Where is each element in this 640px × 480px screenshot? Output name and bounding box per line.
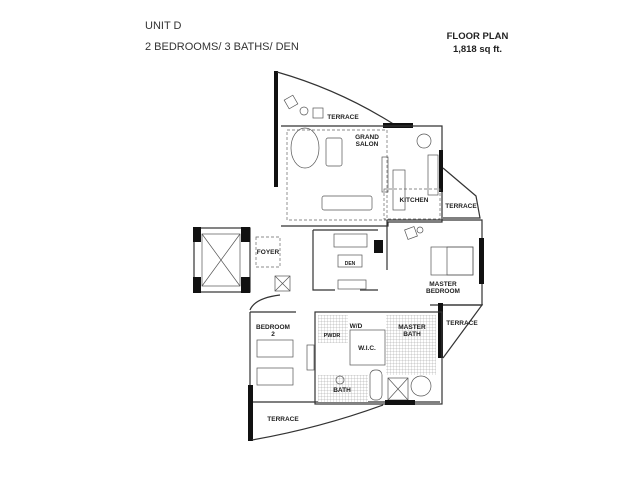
terrace-master-label: TERRACE [446, 320, 478, 327]
bath-areas [314, 311, 443, 405]
terrace-kitchen [442, 167, 481, 219]
bedroom-2-area [249, 294, 440, 440]
wd-label: W/D [350, 323, 363, 330]
grand-salon-area [281, 125, 443, 227]
master-bedroom-label-1: MASTER [429, 281, 457, 288]
foyer-label: FOYER [257, 249, 280, 256]
master-bedroom-label-2: BEDROOM [426, 288, 460, 295]
terrace-top [274, 71, 413, 187]
terrace-kitchen-label: TERRACE [445, 203, 477, 210]
unit-summary: 2 BEDROOMS/ 3 BATHS/ DEN [145, 41, 299, 53]
grand-salon-label-2: SALON [356, 141, 379, 148]
terrace-bottom [248, 385, 384, 441]
elevator-foyer [193, 227, 291, 293]
den-area [312, 229, 383, 291]
grand-salon-label-1: GRAND [355, 134, 379, 141]
terrace-bottom-label: TERRACE [267, 416, 299, 423]
master-bath-label-2: BATH [403, 331, 421, 338]
terrace-master [438, 303, 484, 359]
master-bath-label-1: MASTER [398, 324, 426, 331]
bedroom-2-label-1: BEDROOM [256, 324, 290, 331]
floor-plan-area: 1,818 sq ft. [452, 44, 503, 55]
den-label: DEN [345, 261, 356, 267]
terrace-top-label: TERRACE [327, 114, 359, 121]
pwdr-label: PWDR [324, 333, 341, 339]
bath-label: BATH [333, 387, 351, 394]
wic-label: W.I.C. [358, 345, 376, 352]
kitchen-label: KITCHEN [400, 197, 429, 204]
bedroom-2-label-2: 2 [271, 331, 275, 338]
unit-name: UNIT D [145, 20, 182, 32]
floor-plan-title: FLOOR PLAN [446, 31, 509, 42]
